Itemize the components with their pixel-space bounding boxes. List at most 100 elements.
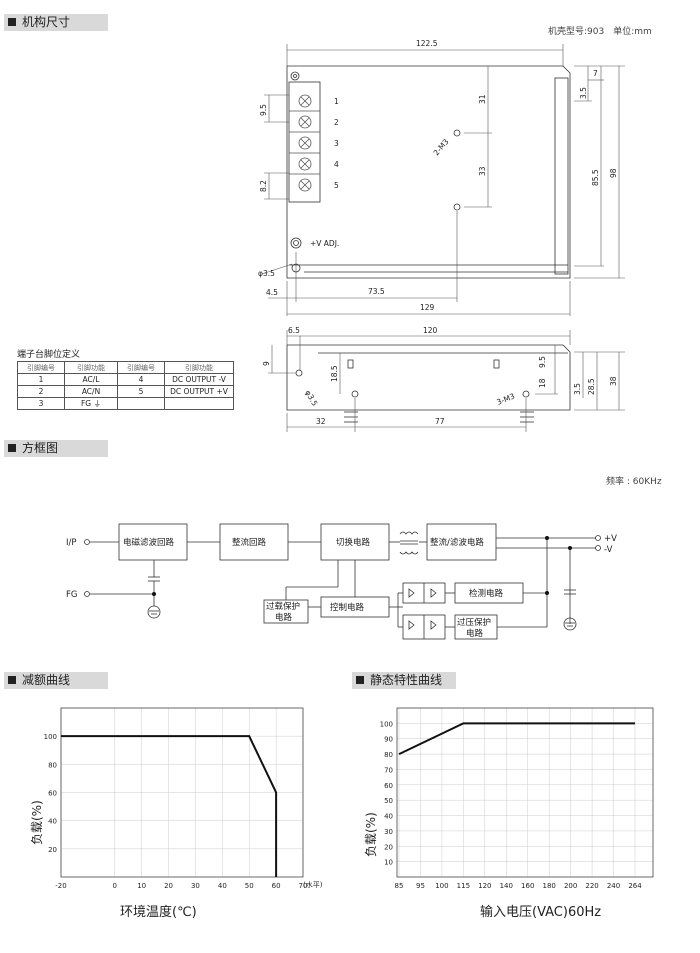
x-tick-label: 70	[299, 882, 308, 890]
section-title: 机构尺寸	[22, 15, 71, 29]
dim-4-5: 4.5	[266, 288, 278, 297]
square-icon	[356, 676, 364, 684]
dim-8-2: 8.2	[259, 180, 268, 192]
chart-grid	[397, 708, 653, 877]
pin-table-title: 端子台脚位定义	[17, 350, 81, 360]
dim-6-5: 6.5	[288, 326, 300, 335]
dim-122-5: 122.5	[416, 39, 438, 48]
emi-label: 电磁滤波回路	[123, 537, 175, 548]
dim-7: 7	[593, 69, 598, 78]
x-tick-label: 50	[245, 882, 254, 890]
x-tick-label: -20	[55, 882, 66, 890]
dim-31: 31	[478, 94, 487, 104]
terminal-number: 5	[334, 181, 339, 190]
x-tick-label: 120	[478, 882, 491, 890]
dim-129: 129	[420, 303, 435, 312]
y-tick-label: 10	[384, 859, 393, 867]
dim-9: 9	[262, 361, 271, 366]
dim-33: 33	[478, 166, 487, 176]
x-tick-label: 180	[542, 882, 555, 890]
x-tick-label: 200	[564, 882, 577, 890]
y-tick-label: 40	[384, 813, 393, 821]
x-tick-label: 40	[218, 882, 227, 890]
detect-label: 检测电路	[469, 588, 504, 599]
dim-85-5: 85.5	[591, 169, 600, 186]
terminal-number: 4	[334, 160, 339, 169]
dim-98: 98	[609, 168, 618, 178]
section-header-static: 静态特性曲线	[352, 672, 456, 689]
terminal-number: 1	[334, 97, 339, 106]
x-tick-label: 240	[607, 882, 620, 890]
y-tick-label: 100	[44, 733, 57, 741]
x-tick-label: 115	[457, 882, 470, 890]
x-tick-label: 140	[500, 882, 513, 890]
chart-line-series	[61, 735, 278, 877]
dim-3-5-side: 3.5	[573, 383, 582, 395]
y-axis-label: 负载(%)	[364, 812, 378, 857]
y-tick-label: 40	[48, 818, 57, 826]
section-title: 方框图	[22, 441, 59, 455]
terminal-number: 3	[334, 139, 339, 148]
y-tick-label: 100	[380, 720, 393, 728]
ovp-label-2: 电路	[466, 628, 484, 639]
y-tick-label: 60	[384, 782, 393, 790]
y-tick-label: 70	[384, 766, 393, 774]
chart-frame	[396, 707, 654, 878]
vpos-label: +V	[604, 534, 617, 544]
section-header-block: 方框图	[4, 440, 108, 457]
dim-120: 120	[423, 326, 438, 335]
vadj-label: +V ADJ.	[310, 239, 339, 248]
section-header-derating: 减额曲线	[4, 672, 108, 689]
section-header-mech: 机构尺寸	[4, 14, 108, 31]
frequency-note: 频率 : 60KHz	[606, 477, 662, 487]
dim-18-5: 18.5	[330, 365, 339, 382]
x-tick-label: 95	[416, 882, 425, 890]
x-tick-label: 30	[191, 882, 200, 890]
x-tick-label: 10	[137, 882, 146, 890]
dim-77: 77	[435, 417, 445, 426]
pin-table: 引脚编号 引脚功能 引脚编号 引脚功能 1 AC/L 4 DC OUTPUT -…	[17, 361, 234, 410]
section-title: 减额曲线	[22, 673, 71, 687]
x-axis-label: 输入电压(VAC)60Hz	[480, 904, 601, 920]
vneg-label: -V	[604, 545, 613, 555]
x-tick-label: 160	[521, 882, 534, 890]
dim-9-5: 9.5	[259, 104, 268, 116]
x-tick-label: 60	[272, 882, 281, 890]
chart-line-series	[398, 722, 635, 755]
x-axis-label: 环境温度(℃)	[120, 904, 197, 920]
terminal-number: 2	[334, 118, 339, 127]
x-tick-label: 100	[435, 882, 448, 890]
switch-label: 切换电路	[336, 537, 371, 548]
dim-73-5: 73.5	[368, 287, 385, 296]
y-axis-label: 负载(%)	[30, 800, 44, 845]
case-note: 机壳型号:903 单位:mm	[548, 27, 652, 37]
y-tick-label: 80	[384, 751, 393, 759]
x-tick-label: 264	[628, 882, 642, 890]
y-tick-label: 20	[384, 843, 393, 851]
section-title: 静态特性曲线	[370, 673, 443, 687]
dim-9-5-side: 9.5	[538, 356, 547, 368]
ip-label: I/P	[66, 538, 77, 548]
rect-filter-label: 整流/滤波电路	[430, 537, 484, 548]
chart-frame	[60, 707, 304, 878]
x-tick-label: 20	[164, 882, 173, 890]
dim-28-5: 28.5	[587, 378, 596, 395]
y-tick-label: 20	[48, 846, 57, 854]
dim-32: 32	[316, 417, 326, 426]
square-icon	[8, 444, 16, 452]
square-icon	[8, 18, 16, 26]
table-row: 3 FG ⏚	[17, 397, 234, 410]
table-cell: 3	[17, 397, 65, 410]
x-unit-label: (水平)	[303, 880, 323, 889]
rectifier-label: 整流回路	[232, 537, 267, 548]
ovp-label-1: 过压保护	[457, 617, 491, 628]
y-tick-label: 80	[48, 761, 57, 769]
y-tick-label: 90	[384, 736, 393, 744]
dim-38: 38	[609, 376, 618, 386]
y-tick-label: 30	[384, 828, 393, 836]
square-icon	[8, 676, 16, 684]
